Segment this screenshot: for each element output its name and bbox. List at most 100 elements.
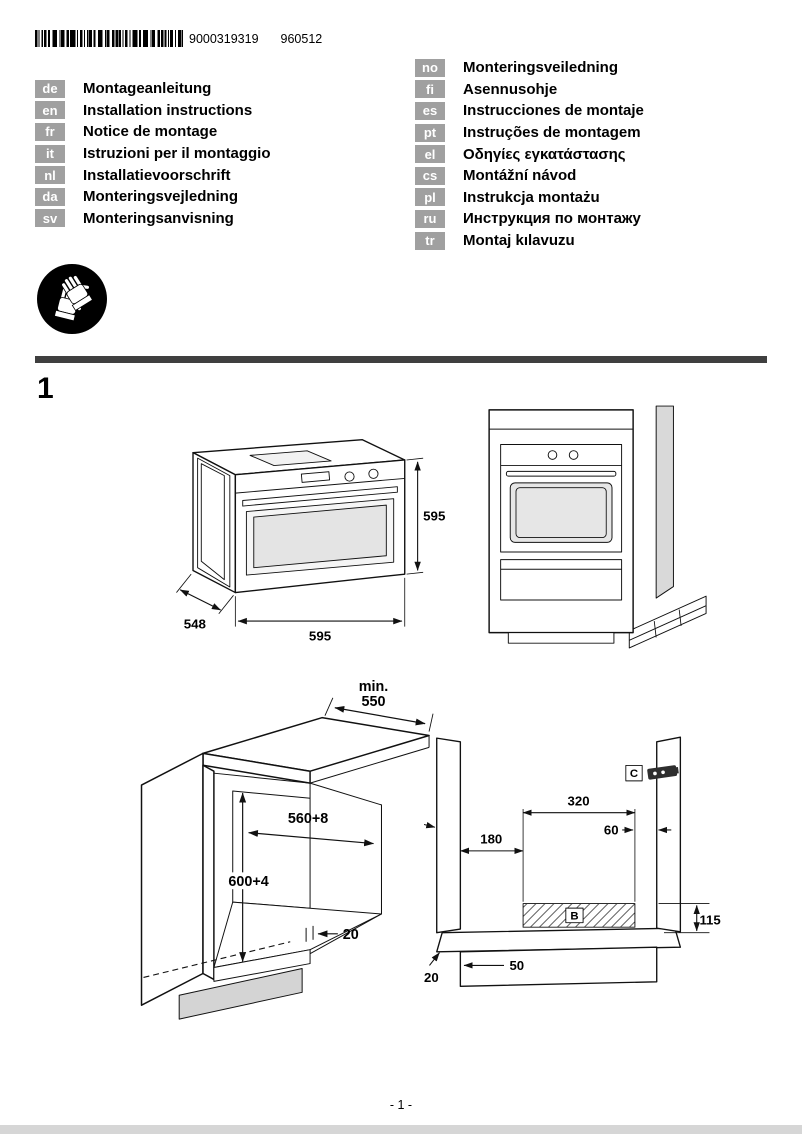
language-row: ru Инструкция по монтажу (415, 208, 644, 230)
language-title: Οδηγίες εγκατάστασης (463, 145, 626, 163)
side-panel-right (656, 736, 682, 933)
dim-cutout-height: 600+4 (228, 874, 268, 890)
language-code-badge: pl (415, 188, 445, 207)
language-title: Monteringsanvisning (83, 209, 234, 227)
oven-body (192, 439, 406, 594)
dimension-lines: 595 595 548 (176, 457, 446, 643)
language-row: it Istruzioni per il montaggio (35, 143, 271, 165)
barcode-number: 9000319319 (189, 31, 259, 46)
dim-rail-height: 115 (699, 913, 720, 928)
page-header: 9000319319 960512 (35, 30, 322, 47)
label-b: B (570, 911, 578, 923)
language-row: fr Notice de montage (35, 121, 271, 143)
protective-gloves-icon (37, 264, 107, 334)
dim-oven-depth: 548 (184, 616, 206, 631)
language-code-badge: ru (415, 209, 445, 228)
language-row: pl Instrukcja montażu (415, 187, 644, 209)
language-title: Montageanleitung (83, 80, 212, 98)
language-row: es Instrucciones de montaje (415, 100, 644, 122)
section-divider-bar (35, 356, 767, 363)
language-row: fi Asennusohje (415, 79, 644, 101)
language-row: tr Montaj kılavuzu (415, 230, 644, 252)
language-title: Monteringsvejledning (83, 188, 239, 206)
language-code-badge: sv (35, 209, 65, 228)
page-edge-strip (0, 1125, 802, 1134)
lower-panel (500, 559, 623, 601)
language-code-badge: cs (415, 166, 445, 185)
figure-oven-dimensions: 595 595 548 (176, 439, 446, 643)
language-row: el Οδηγίες εγκατάστασης (415, 143, 644, 165)
oven-knob (547, 450, 558, 460)
language-row: de Montageanleitung (35, 78, 271, 100)
dim-rail-width: 320 (568, 793, 590, 808)
language-code-badge: fi (415, 80, 445, 99)
panel-pointer-arrow (424, 822, 436, 829)
language-title: Instruções de montagem (463, 124, 641, 142)
oven-handle (505, 470, 617, 477)
fastener-icon (647, 765, 679, 780)
step-number: 1 (37, 372, 54, 405)
language-title: Installatievoorschrift (83, 166, 231, 184)
language-code-badge: it (35, 144, 65, 163)
language-title: Instrucciones de montaje (463, 102, 644, 120)
dim-gap-right: 60 (604, 823, 619, 838)
language-row: nl Installatievoorschrift (35, 164, 271, 186)
plinth (507, 632, 615, 644)
dimension-lines: min. 550 560+8 600+4 20 (220, 679, 434, 963)
language-title: Monteringsveiledning (463, 59, 619, 77)
language-code-badge: pt (415, 123, 445, 142)
dim-cutout-width: 560+8 (288, 811, 328, 827)
language-code-badge: en (35, 101, 65, 120)
language-code-badge: es (415, 101, 445, 120)
language-row: sv Monteringsanvisning (35, 208, 271, 230)
barcode (35, 30, 183, 47)
language-row: en Installation instructions (35, 100, 271, 122)
language-list-left: de Montageanleitung en Installation inst… (35, 78, 271, 229)
niche-body: B C (436, 736, 682, 987)
dim-oven-width: 595 (309, 628, 332, 643)
dim-min-depth: 550 (362, 694, 386, 710)
language-code-badge: no (415, 58, 445, 77)
language-code-badge: fr (35, 122, 65, 141)
dim-step: 20 (343, 927, 359, 943)
dimension-lines: 320 60 180 115 50 20 (424, 793, 721, 985)
dim-min-label: min. (359, 679, 389, 695)
language-title: Installation instructions (83, 101, 253, 119)
language-code-badge: el (415, 145, 445, 164)
language-title: Asennusohje (463, 80, 558, 98)
language-code-badge: da (35, 187, 65, 206)
language-title: Montaj kılavuzu (463, 232, 575, 250)
dim-plinth-inset: 50 (509, 958, 524, 973)
language-row: pt Instruções de montagem (415, 122, 644, 144)
figure-cabinet-cutout: min. 550 560+8 600+4 20 (140, 679, 434, 1020)
language-code-badge: nl (35, 166, 65, 185)
language-title: Notice de montage (83, 123, 218, 141)
oven-door-glass (253, 504, 387, 569)
language-code-badge: de (35, 79, 65, 98)
plinth (178, 968, 303, 1020)
oven-front (500, 443, 623, 553)
language-row: cs Montážní návod (415, 165, 644, 187)
oven-knob (344, 471, 355, 482)
language-row: no Monteringsveiledning (415, 57, 644, 79)
tiled-floor (628, 595, 707, 649)
oven-knob (568, 450, 579, 460)
language-title: Montážní návod (463, 167, 577, 185)
language-title: Istruzioni per il montaggio (83, 145, 271, 163)
label-c: C (630, 768, 638, 780)
figure-oven-installed (488, 405, 707, 649)
language-code-badge: tr (415, 231, 445, 250)
plinth (459, 946, 658, 987)
dim-step: 20 (424, 970, 439, 985)
language-list-right: no Monteringsveiledning fi Asennusohje e… (415, 57, 644, 251)
oven-handle (242, 486, 398, 507)
language-title: Instrukcja montażu (463, 188, 600, 206)
page-number: - 1 - (389, 1098, 413, 1112)
wall (655, 405, 674, 599)
cabinet-body (140, 716, 430, 1020)
dim-oven-height: 595 (423, 509, 446, 524)
language-row: da Monteringsvejledning (35, 186, 271, 208)
dim-gap-left: 180 (480, 832, 502, 847)
oven-display (300, 471, 331, 483)
